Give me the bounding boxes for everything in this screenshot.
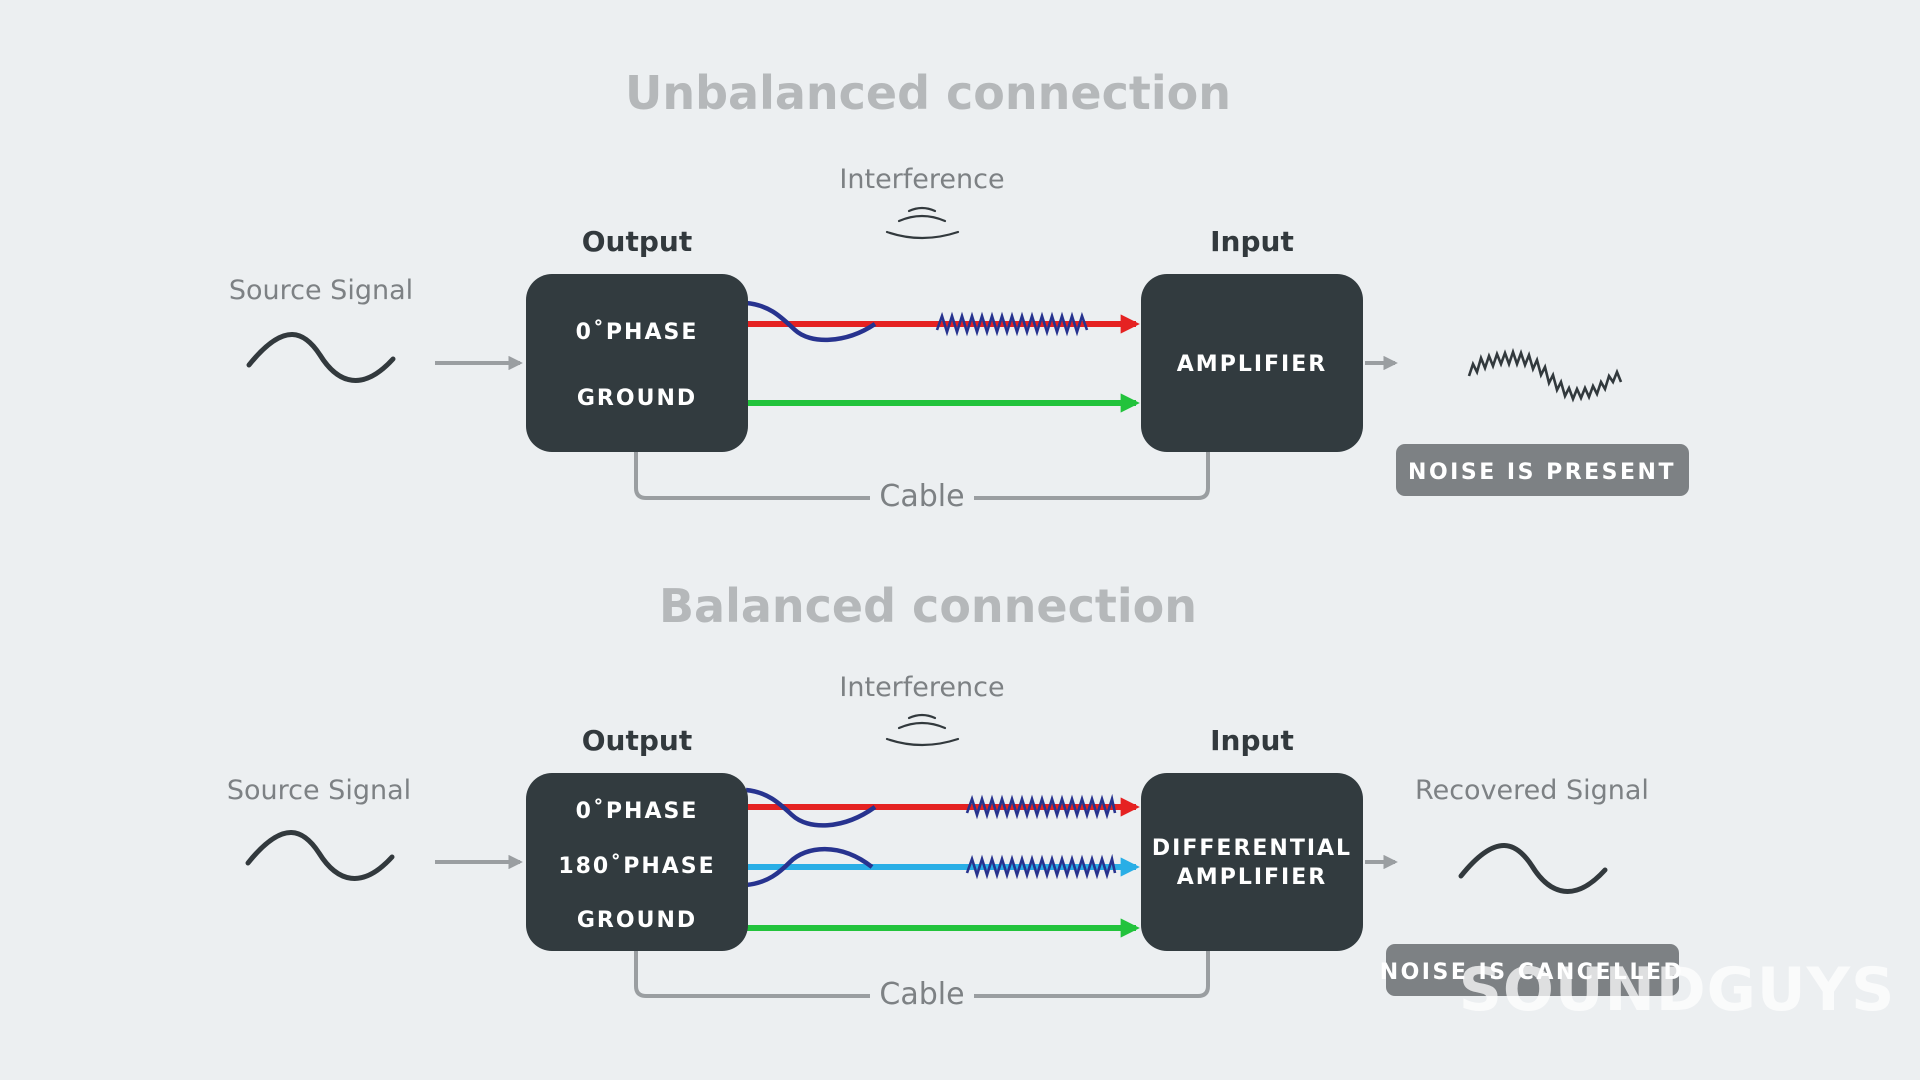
output-label: Output bbox=[582, 724, 692, 757]
cable-line bbox=[634, 452, 870, 500]
output-box bbox=[526, 773, 748, 951]
watermark-logo: SOUNDGUYS bbox=[1459, 955, 1896, 1025]
interference-label: Interference bbox=[839, 672, 1004, 703]
sine-wave-icon bbox=[1458, 843, 1608, 894]
output-inverted-phase-text: 180˚PHASE bbox=[558, 854, 715, 879]
cable-label: Cable bbox=[879, 479, 964, 514]
output-box bbox=[526, 274, 748, 452]
output-phase-text: 0˚PHASE bbox=[576, 320, 699, 345]
cable-line bbox=[974, 950, 1210, 998]
output-phase-text: 0˚PHASE bbox=[576, 799, 699, 824]
source-signal-label: Source Signal bbox=[229, 275, 413, 306]
amplifier-box bbox=[1141, 274, 1363, 452]
unbalanced-section: Unbalanced connection Interference Sourc… bbox=[229, 66, 1689, 514]
cable-label: Cable bbox=[879, 977, 964, 1012]
status-badge bbox=[1386, 944, 1679, 996]
cable-line bbox=[974, 452, 1210, 500]
noisy-wave-icon bbox=[1467, 347, 1623, 403]
output-label: Output bbox=[582, 225, 692, 258]
status-badge-text: NOISE IS CANCELLED bbox=[1380, 960, 1685, 985]
induced-noise-loop bbox=[745, 846, 874, 888]
input-label: Input bbox=[1210, 225, 1294, 258]
interference-waves-icon bbox=[885, 713, 960, 747]
cable-line bbox=[634, 950, 870, 998]
differential-amplifier-box bbox=[1141, 773, 1363, 951]
noise-zigzag bbox=[935, 311, 1089, 337]
balanced-section: Balanced connection Interference Source … bbox=[227, 579, 1685, 1012]
source-signal-label: Source Signal bbox=[227, 775, 411, 806]
differential-text: DIFFERENTIAL bbox=[1152, 836, 1352, 861]
noise-zigzag bbox=[965, 793, 1117, 820]
induced-noise-loop bbox=[745, 787, 877, 828]
status-badge-text: NOISE IS PRESENT bbox=[1408, 460, 1676, 485]
amplifier-text: AMPLIFIER bbox=[1177, 352, 1327, 377]
sine-wave-icon bbox=[246, 332, 396, 383]
output-ground-text: GROUND bbox=[577, 386, 697, 411]
amplifier-text: AMPLIFIER bbox=[1177, 865, 1327, 890]
output-ground-text: GROUND bbox=[577, 908, 697, 933]
interference-waves-icon bbox=[885, 206, 960, 240]
sine-wave-icon bbox=[245, 830, 395, 881]
induced-noise-loop bbox=[745, 300, 877, 342]
interference-label: Interference bbox=[839, 164, 1004, 195]
input-label: Input bbox=[1210, 724, 1294, 757]
recovered-signal-label: Recovered Signal bbox=[1415, 775, 1649, 806]
unbalanced-title: Unbalanced connection bbox=[625, 66, 1231, 120]
noise-zigzag bbox=[965, 853, 1117, 880]
balanced-title: Balanced connection bbox=[659, 579, 1197, 633]
status-badge bbox=[1396, 444, 1689, 496]
